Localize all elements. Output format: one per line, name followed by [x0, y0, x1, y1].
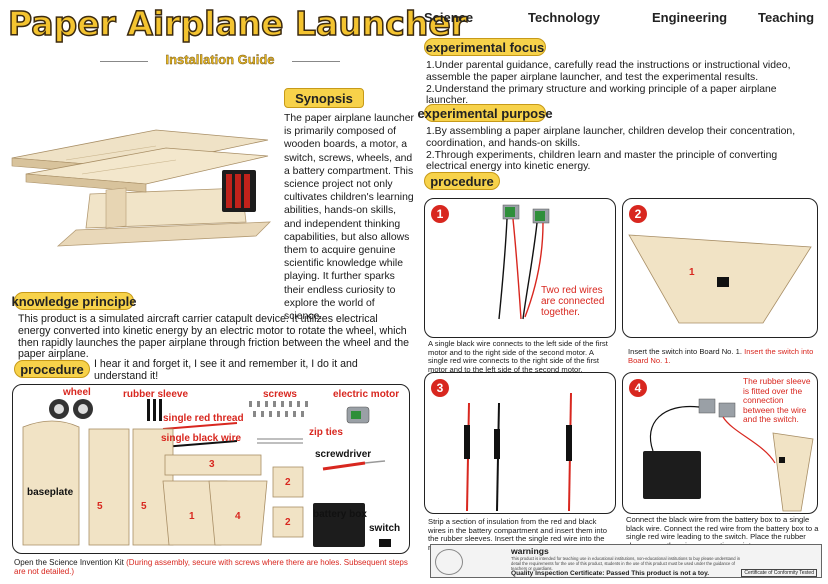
step-1-callout: Two red wires are connected together. — [541, 285, 605, 318]
board-number: 1 — [189, 511, 195, 522]
product-photo — [11, 129, 272, 247]
step-1-badge: 1 — [431, 205, 449, 223]
kit-footer-title: Open the Science Invention Kit — [14, 558, 124, 567]
procedure-heading-right: procedure — [424, 172, 500, 190]
step-4-badge: 4 — [629, 379, 647, 397]
board-number: 5 — [97, 501, 103, 512]
label-screwdriver: screwdriver — [315, 449, 372, 460]
label-rubber-sleeve: rubber sleeve — [123, 389, 189, 400]
experimental-purpose-text: 1.By assembling a paper airplane launche… — [426, 126, 820, 173]
board-number: 2 — [285, 517, 291, 528]
label-screws: screws — [263, 389, 297, 400]
subtitle-block: Installation Guide — [100, 52, 340, 70]
label-single-red-thread: single red thread — [163, 413, 244, 424]
label-wheel: wheel — [63, 387, 91, 398]
topic-engineering: Engineering — [652, 10, 728, 25]
step-2-badge: 2 — [629, 205, 647, 223]
page-subtitle: Installation Guide — [165, 52, 275, 67]
step-3-illustration — [464, 392, 572, 512]
topic-technology: Technology — [528, 10, 600, 25]
step-4-panel: 4 The rubber sleeve is fitted over the c… — [622, 372, 818, 514]
warnings-box: warnings This product is intended for te… — [430, 544, 822, 578]
quality-certificate: Quality Inspection Certificate: Passed T… — [511, 570, 710, 577]
board-number: 5 — [141, 501, 147, 512]
kit-contents-panel: wheel rubber sleeve screws electric moto… — [12, 384, 410, 554]
warnings-title: warnings — [511, 546, 549, 556]
board-number: 4 — [235, 511, 241, 522]
step-2-illustration — [628, 234, 812, 324]
list-item: 1.By assembling a paper airplane launche… — [426, 126, 796, 149]
label-single-black-wire: single black wire — [161, 433, 242, 444]
step-1-panel: 1 Two red wires are connected together. — [424, 198, 616, 338]
step-2-panel: 2 1 — [622, 198, 818, 338]
topic-science: Science — [424, 10, 474, 25]
label-baseplate: baseplate — [27, 487, 74, 498]
procedure-heading-left: procedure — [14, 360, 90, 378]
label-zip-ties: zip ties — [309, 427, 343, 438]
step-1-illustration — [498, 204, 550, 320]
step-2-caption-highlight: Insert the switch into Board No. 1. — [628, 347, 814, 365]
board-number: 3 — [209, 459, 215, 470]
label-switch: switch — [369, 523, 401, 534]
warnings-text: This product is intended for teaching us… — [511, 556, 741, 571]
divider — [100, 61, 148, 62]
step-2-board-number: 1 — [689, 267, 695, 278]
experimental-focus-heading: experimental focus — [424, 38, 546, 56]
step-3-panel: 3 — [424, 372, 616, 514]
step-2-caption-text: Insert the switch into Board No. 1. — [628, 347, 742, 356]
list-item: 2.Through experiments, children learn an… — [426, 149, 778, 173]
board-number: 2 — [285, 477, 291, 488]
kit-footer-note: (During assembly, secure with screws whe… — [14, 558, 408, 577]
knowledge-principle-text: This product is a simulated aircraft car… — [18, 313, 410, 361]
step-3-badge: 3 — [431, 379, 449, 397]
divider — [292, 61, 340, 62]
list-item: 1.Under parental guidance, carefully rea… — [426, 60, 791, 83]
kit-parts-illustration — [22, 399, 391, 547]
topic-teaching: Teaching — [758, 10, 815, 25]
experimental-purpose-heading: experimental purpose — [417, 104, 553, 122]
procedure-quote: I hear it and forget it, I see it and re… — [94, 358, 358, 382]
label-electric-motor: electric motor — [333, 389, 400, 400]
quality-seal-icon — [435, 549, 463, 575]
experimental-focus-text: 1.Under parental guidance, carefully rea… — [426, 60, 820, 107]
synopsis-text: The paper airplane launcher is primarily… — [284, 113, 414, 323]
step-2-caption: Insert the switch into Board No. 1. Inse… — [628, 347, 818, 365]
step-1-caption: A single black wire connects to the left… — [428, 339, 608, 374]
label-battery-box: battery box — [313, 509, 367, 520]
conformity-badge: Certificate of Conformity Tested — [741, 569, 817, 577]
step-4-callout: The rubber sleeve is fitted over the con… — [743, 376, 811, 425]
page-title: Paper Airplane Launcher — [7, 3, 468, 44]
step-4-illustration — [643, 398, 814, 512]
topic-nav: Science Technology Engineering Teaching — [424, 10, 820, 28]
synopsis-heading: Synopsis — [284, 88, 364, 108]
kit-footer: Open the Science Invention Kit (During a… — [14, 558, 414, 577]
knowledge-principle-heading: knowledge principle — [11, 292, 137, 310]
list-item: 2.Understand the primary structure and w… — [426, 83, 777, 107]
